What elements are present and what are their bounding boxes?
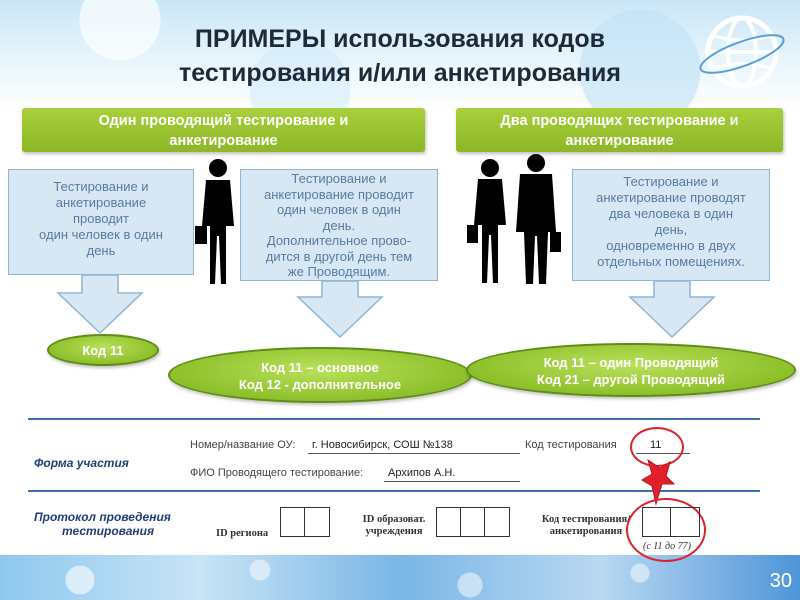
description-box-one-day: Тестирование и анкетирование проводит од… [8, 169, 194, 275]
edu-cell[interactable] [485, 508, 509, 536]
edu-cells[interactable] [436, 507, 510, 537]
page-number: 30 [769, 570, 792, 592]
woman-silhouette-icon [195, 159, 234, 284]
description-box-additional-day: Тестирование и анкетирование проводит од… [240, 169, 438, 281]
edu-cell[interactable] [437, 508, 461, 536]
code-range-note: (с 11 до 77) [643, 541, 691, 552]
title-line-2: тестирования и/или анкетирования [179, 59, 621, 87]
org-label: Номер/название ОУ: [190, 439, 296, 451]
highlight-circle-code-cells [626, 498, 706, 562]
region-label: ID региона [216, 528, 269, 539]
org-underline [308, 453, 520, 454]
bottom-background [0, 555, 800, 600]
man-silhouette-icon [516, 154, 561, 284]
code-ellipse-one: Код 11 [47, 334, 159, 366]
fio-label: ФИО Проводящего тестирование: [190, 467, 364, 479]
divider-top [28, 418, 760, 420]
edu-cell[interactable] [461, 508, 485, 536]
header-two-conductors: Два проводящих тестирование и анкетирова… [456, 108, 783, 152]
fio-value: Архипов А.Н. [388, 467, 456, 479]
arrow-down-icon [56, 275, 144, 335]
fio-underline [384, 481, 520, 482]
org-value: г. Новосибирск, СОШ №138 [312, 439, 453, 451]
top-background [0, 0, 800, 110]
page-title: ПРИМЕРЫ использования кодов тестирования… [110, 22, 690, 90]
arrow-down-icon-3 [628, 281, 716, 339]
code-cell[interactable] [643, 508, 671, 536]
description-box-two-conductors: Тестирование и анкетирование проводят дв… [572, 169, 770, 281]
code-cells[interactable] [642, 507, 700, 537]
header-one-conductor: Один проводящий тестирование и анкетиров… [22, 108, 425, 152]
region-cell[interactable] [305, 508, 329, 536]
code-ellipse-two: Код 11 – основное Код 12 - дополнительно… [168, 347, 472, 403]
participation-label: Форма участия [34, 456, 129, 470]
connector-arrow-icon [641, 458, 676, 506]
code-ellipse-three: Код 11 – один Проводящий Код 21 – другой… [466, 343, 796, 397]
code-label: Код тестирования/ анкетирования [541, 514, 631, 537]
region-cell[interactable] [281, 508, 305, 536]
code-cell[interactable] [671, 508, 699, 536]
divider-middle [28, 490, 760, 492]
edu-label: ID образоват. учреждения [362, 514, 426, 537]
globe-icon [699, 15, 785, 89]
protocol-label: Протокол проведения тестирования [34, 510, 171, 538]
woman-silhouette-icon-2 [467, 159, 506, 283]
arrow-down-icon-2 [296, 281, 384, 339]
test-code-label: Код тестирования [525, 439, 617, 451]
region-cells[interactable] [280, 507, 330, 537]
title-line-1: ПРИМЕРЫ использования кодов [194, 25, 606, 53]
